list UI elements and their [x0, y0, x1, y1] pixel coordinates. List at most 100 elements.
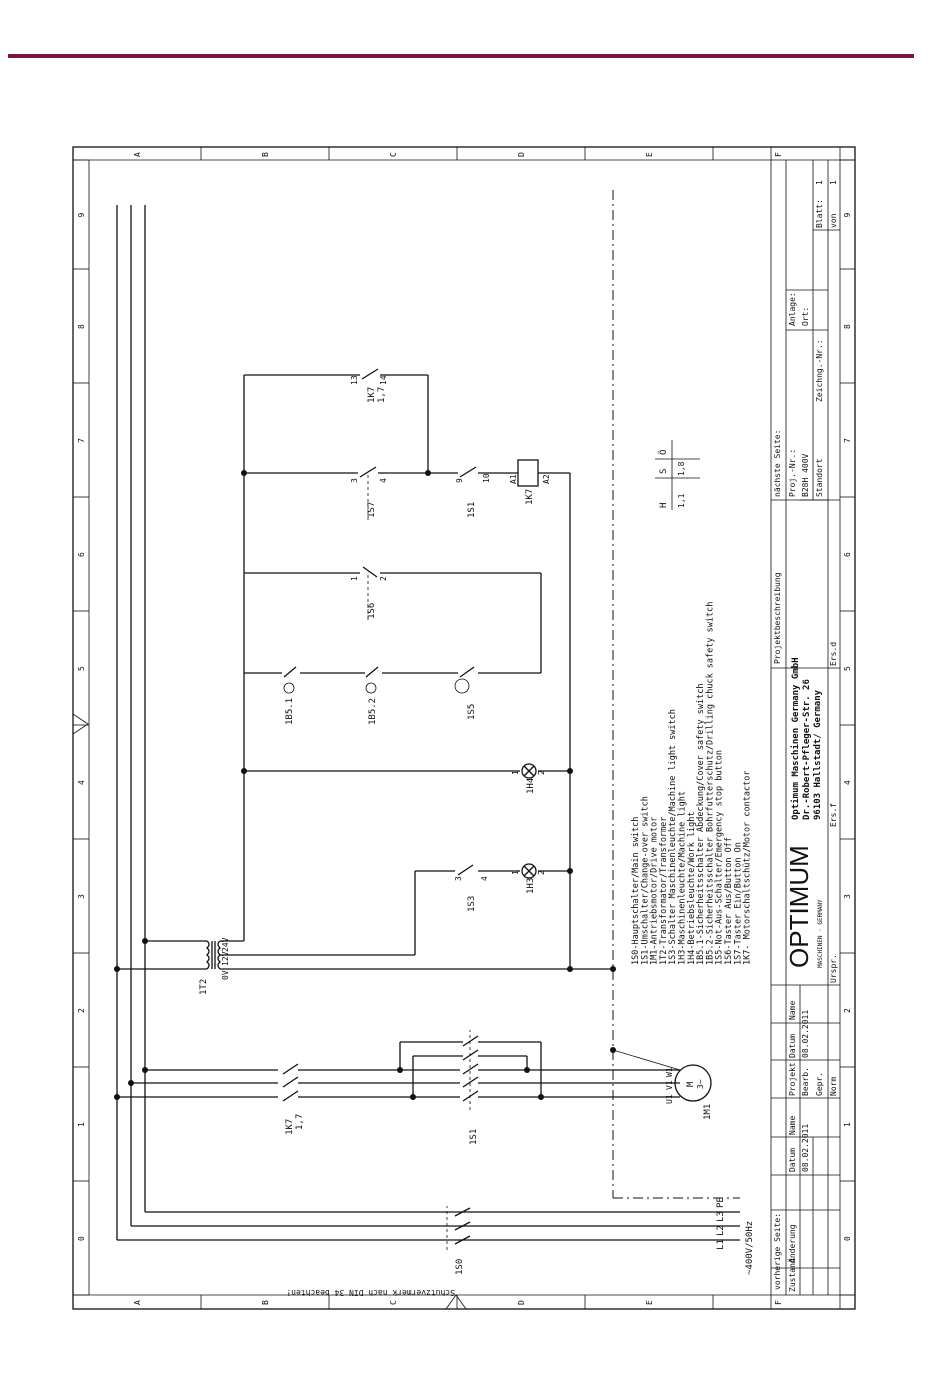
control-circuit: [220, 368, 700, 972]
label-1k7-main-ref: 1,7: [295, 1114, 305, 1130]
label-1s7: 1S7: [367, 502, 377, 518]
label-supply-voltage: ~400V/50Hz: [745, 1221, 755, 1275]
pin-a2: A2: [542, 474, 551, 484]
frame-col-3: 3: [77, 894, 86, 899]
tb-company-3: 96103 Hallstadt/ Germany: [813, 689, 823, 820]
frame-row-b: B: [261, 152, 270, 157]
label-1k7-coil: 1K7: [525, 489, 535, 505]
frame-row-a: A: [133, 152, 142, 157]
frame-col-9: 9: [843, 213, 852, 218]
contactor-coil: [517, 459, 539, 487]
frame-col-9: 9: [77, 213, 86, 218]
tb-bearb: Bearb.: [801, 1067, 810, 1096]
label-1s5: 1S5: [467, 704, 477, 720]
pin-s3-3: 3: [454, 876, 463, 881]
tb-ort: Ort:: [801, 307, 810, 326]
label-1s0: 1S0: [455, 1259, 465, 1275]
frame-col-6: 6: [77, 552, 86, 557]
legend-item: 1S0-Hauptschalter/Main switch: [631, 817, 641, 965]
label-1m1: 1M1: [703, 1104, 713, 1120]
frame-col-7: 7: [77, 438, 86, 443]
tb-project-description: Projektbeschreibung: [773, 572, 782, 664]
tb-norm: Norm: [829, 1077, 838, 1096]
frame-row-d: D: [517, 152, 526, 157]
legend-item: 1S3-Schalter Maschinenleuchte/Machine li…: [668, 709, 678, 965]
pin-s7-4: 4: [379, 478, 388, 483]
lamp-1h4: [521, 763, 537, 779]
legend-item: 1B5.2-Sicherheitsschalter Bohrfutterschu…: [705, 602, 715, 965]
frame-col-8: 8: [77, 324, 86, 329]
frame-row-c: C: [389, 152, 398, 157]
logo-subtitle: MASCHINEN · GERMANY: [817, 899, 824, 968]
tb-urspr: Urspr.: [829, 954, 838, 983]
pin-14: 14: [379, 375, 388, 385]
legend-item: 1M1-Antriebsmotor/Drive motor: [650, 817, 660, 965]
pin-10: 10: [482, 473, 491, 483]
tb-name-2: Name: [788, 1001, 797, 1020]
label-l1: L1: [716, 1239, 726, 1250]
tb-datum-1: Datum: [788, 1148, 797, 1172]
tb-name-1: Name: [788, 1116, 797, 1135]
transformer-secondary-coil: [217, 940, 221, 970]
frame-row-f: F: [774, 1300, 783, 1305]
outer-frame: [72, 146, 856, 1310]
tb-ers-f: Ers.f: [829, 803, 838, 827]
frame-row-c: C: [389, 1300, 398, 1305]
tap-12v: 12V: [221, 951, 230, 966]
tb-anlage: Anlage:: [788, 292, 797, 326]
tb-next-page: nächste Seite:: [773, 430, 782, 497]
label-1k7-hold: 1K7: [367, 387, 377, 403]
legend-item: 1T2-Transformator/Transformer: [659, 817, 669, 965]
legend-item: 1S5-Not-Aus-Schalter/Emergency stop butt…: [715, 750, 725, 965]
table-v1: 1,1: [677, 493, 686, 508]
tb-rev-date: 08.02.2011: [801, 1124, 810, 1172]
frame-col-2: 2: [77, 1008, 86, 1013]
frame-row-e: E: [645, 1300, 654, 1305]
bottom-note: Schutzvermerk nach DIN 34 beachten!: [286, 1288, 455, 1297]
pin-s3-4: 4: [480, 876, 489, 881]
frame-col-5: 5: [77, 666, 86, 671]
tap-24v: 24V: [221, 937, 230, 952]
pin-a1: A1: [509, 474, 518, 484]
tb-proj-nr-label: Proj.-Nr.:: [788, 449, 797, 497]
legend-item: 1H3-Maschinenleuchte/Machine light: [678, 791, 688, 965]
tb-datum-2: Datum: [788, 1034, 797, 1058]
tb-standort: Standort: [815, 458, 824, 497]
pin-s7-3: 3: [350, 478, 359, 483]
legend-item: 1K7- Motorschaltschütz/Motor contactor: [743, 771, 753, 965]
frame-col-0: 0: [843, 1236, 852, 1241]
frame-col-1: 1: [77, 1122, 86, 1127]
power-circuit: [114, 190, 740, 1250]
frame-col-6: 6: [843, 552, 852, 557]
frame-col-4: 4: [77, 780, 86, 785]
label-1s1-contact: 1S1: [467, 502, 477, 518]
frame-col-7: 7: [843, 438, 852, 443]
tb-gepr: Gepr.: [815, 1072, 824, 1096]
label-pe: PE: [716, 1197, 726, 1208]
tb-bearb-date: 08.02.2011: [801, 1010, 810, 1058]
pin-s6-2: 2: [379, 576, 388, 581]
tb-company-2: Dr.-Robert-Pfleger-Str. 26: [802, 679, 812, 820]
label-1h4: 1H4: [526, 778, 536, 794]
motor-m: M: [686, 1081, 696, 1087]
motor-w1: W1: [665, 1067, 674, 1077]
tb-zustand: Zustand: [788, 1258, 797, 1292]
transformer-primary-coil: [206, 940, 210, 970]
table-o: Ö: [658, 450, 669, 455]
frame-col-5: 5: [843, 666, 852, 671]
label-1b5-2: 1B5.2: [368, 698, 378, 725]
frame-row-e: E: [645, 152, 654, 157]
tb-projekt: Projekt: [788, 1062, 797, 1096]
label-1k7-hold-ref: 1,7: [377, 387, 387, 403]
label-l3: L3: [716, 1211, 726, 1222]
legend-item: 1S1-Umschalter/Change-over switch: [640, 796, 650, 965]
pin-h3-1: 1: [511, 870, 520, 875]
motor-u1: U1: [665, 1094, 674, 1104]
center-mark-left: [72, 713, 89, 735]
label-1s3: 1S3: [467, 896, 477, 912]
pin-h4-2: 2: [537, 770, 546, 775]
label-1b5-1: 1B5.1: [285, 698, 295, 725]
tb-prev-page: vorherige Seite:: [773, 1213, 782, 1290]
